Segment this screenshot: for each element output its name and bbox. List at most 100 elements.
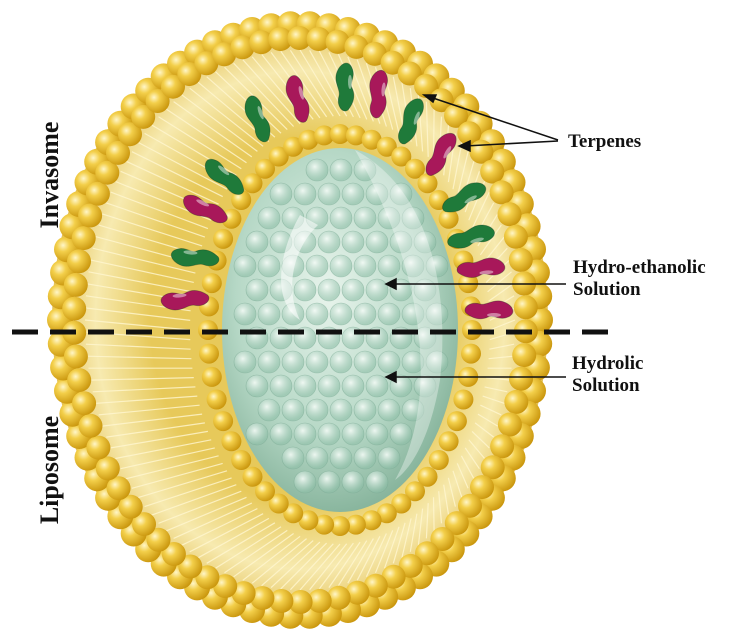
terpene-magenta xyxy=(465,301,513,319)
core-bubble xyxy=(306,303,328,325)
lipid-head xyxy=(202,273,222,293)
lipid-head xyxy=(514,295,538,319)
hydrolic-line1: Hydrolic xyxy=(572,353,643,375)
lipid-head xyxy=(96,456,120,480)
core-bubble xyxy=(342,183,364,205)
lipid-head xyxy=(439,431,459,451)
lipid-head xyxy=(429,450,449,470)
core-bubble xyxy=(342,423,364,445)
core-bubble xyxy=(306,447,328,469)
lipid-head xyxy=(202,367,222,387)
core-bubble xyxy=(258,399,280,421)
core-bubble xyxy=(390,423,412,445)
core-bubble xyxy=(234,255,256,277)
core-bubble xyxy=(246,279,268,301)
core-bubble xyxy=(234,351,256,373)
core-bubble xyxy=(342,279,364,301)
lipid-head xyxy=(243,467,263,487)
lipid-head xyxy=(79,414,103,438)
core-bubble xyxy=(282,447,304,469)
core-bubble xyxy=(318,471,340,493)
core-bubble xyxy=(378,351,400,373)
core-bubble xyxy=(330,303,352,325)
lipid-head xyxy=(64,273,88,297)
core-bubble xyxy=(246,375,268,397)
core-bubble xyxy=(258,303,280,325)
liposome-label: Liposome xyxy=(35,410,65,530)
lipid-head xyxy=(480,160,504,184)
lipid-head xyxy=(86,436,110,460)
hydrolic-line2: Solution xyxy=(572,375,643,397)
lipid-head xyxy=(67,368,91,392)
core-bubble xyxy=(258,207,280,229)
core-bubble xyxy=(366,471,388,493)
lipid-head xyxy=(67,249,91,273)
core-bubble xyxy=(318,423,340,445)
lipid-head xyxy=(509,248,533,272)
core-bubble xyxy=(330,207,352,229)
core-bubble xyxy=(270,183,292,205)
lipid-head xyxy=(447,411,467,431)
lipid-head xyxy=(213,411,233,431)
lipid-head xyxy=(86,182,110,206)
core-bubble xyxy=(354,351,376,373)
core-bubble xyxy=(354,447,376,469)
core-bubble xyxy=(330,351,352,373)
hydro-ethanolic-line1: Hydro-ethanolic xyxy=(573,257,706,279)
core-bubble xyxy=(306,399,328,421)
core-bubble xyxy=(378,447,400,469)
core-bubble xyxy=(258,351,280,373)
lipid-head xyxy=(490,180,514,204)
core-bubble xyxy=(270,375,292,397)
terpene-highlight xyxy=(487,313,501,317)
hydro-ethanolic-line2: Solution xyxy=(573,279,706,301)
lipid-head xyxy=(207,390,227,410)
core-bubble xyxy=(330,255,352,277)
lipid-head xyxy=(231,450,251,470)
lipid-head xyxy=(221,431,241,451)
lipid-head xyxy=(461,344,481,364)
lipid-tail xyxy=(434,497,435,531)
lipid-head xyxy=(498,413,522,437)
core-bubble xyxy=(378,255,400,277)
core-bubble xyxy=(366,231,388,253)
lipid-head xyxy=(72,226,96,250)
core-bubble xyxy=(354,399,376,421)
core-bubble xyxy=(294,375,316,397)
lipid-head xyxy=(78,204,102,228)
core-bubble xyxy=(246,231,268,253)
core-bubble xyxy=(282,351,304,373)
core-bubble xyxy=(318,231,340,253)
core-bubble xyxy=(354,207,376,229)
core-bubble xyxy=(342,471,364,493)
core-bubble xyxy=(270,423,292,445)
core-bubble xyxy=(294,423,316,445)
terpene-highlight xyxy=(348,75,352,89)
lipid-head xyxy=(504,225,528,249)
core-bubble xyxy=(294,183,316,205)
core-bubble xyxy=(246,423,268,445)
core-bubble xyxy=(306,159,328,181)
core-bubble xyxy=(330,447,352,469)
lipid-head xyxy=(72,391,96,415)
invasome-label: Invasome xyxy=(35,115,65,235)
core-bubble xyxy=(318,375,340,397)
lipid-head xyxy=(490,434,514,458)
lipid-head xyxy=(62,297,86,321)
lipid-head xyxy=(213,229,233,249)
terpenes-label: Terpenes xyxy=(568,131,641,153)
core-bubble xyxy=(306,351,328,373)
core-bubble xyxy=(306,255,328,277)
core-bubble xyxy=(318,183,340,205)
core-bubble xyxy=(282,399,304,421)
core-bubble xyxy=(318,279,340,301)
core-bubble xyxy=(294,471,316,493)
lipid-head xyxy=(418,173,438,193)
core-bubble xyxy=(366,279,388,301)
hydro-ethanolic-label: Hydro-ethanolic Solution xyxy=(573,257,706,301)
core-bubble xyxy=(378,399,400,421)
core-bubble xyxy=(258,255,280,277)
core-bubble xyxy=(342,375,364,397)
lipid-head xyxy=(512,343,536,367)
